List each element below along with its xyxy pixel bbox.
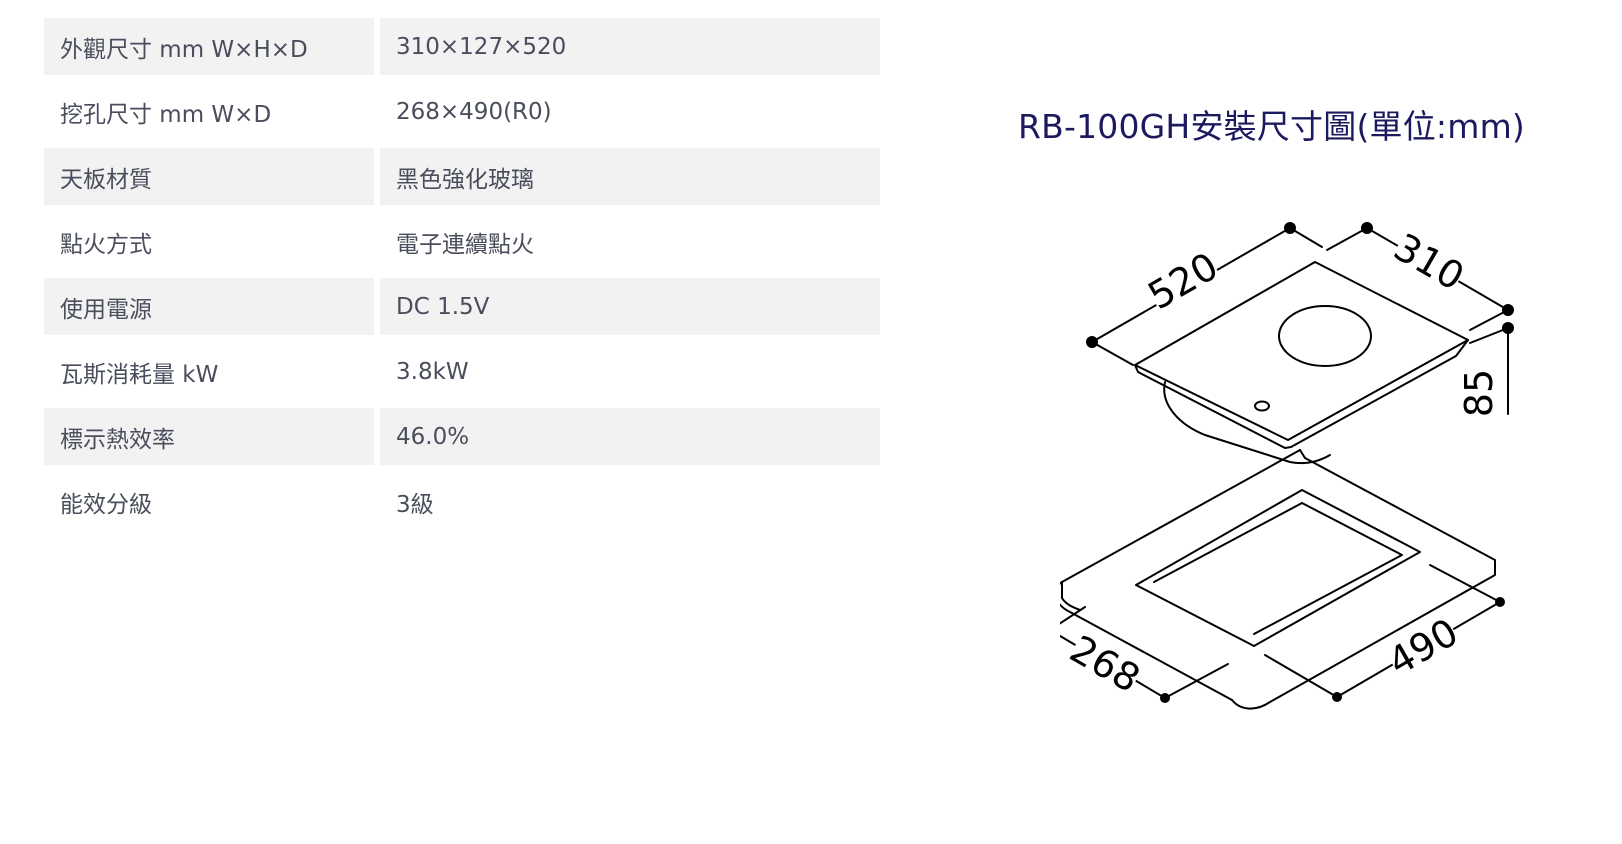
spec-value: 46.0%: [380, 408, 880, 465]
spec-label: 點火方式: [60, 231, 152, 258]
spec-label: 天板材質: [44, 148, 374, 205]
cooktop-unit: [1134, 261, 1469, 465]
spec-row: 外觀尺寸 mm W×H×D 310×127×520: [44, 18, 880, 75]
spec-value: 268×490(R0): [396, 98, 552, 125]
spec-row: 天板材質 黑色強化玻璃: [44, 148, 880, 205]
spec-row: 瓦斯消耗量 kW 3.8kW: [44, 343, 880, 400]
spec-label: 挖孔尺寸 mm W×D: [60, 101, 272, 128]
burner: [1278, 305, 1372, 367]
spec-table: 外觀尺寸 mm W×H×D 310×127×520 挖孔尺寸 mm W×D 26…: [44, 18, 880, 538]
spec-label: 標示熱效率: [44, 408, 374, 465]
dim-width: 310: [1387, 225, 1472, 299]
diagram-title: RB-100GH安裝尺寸圖(單位:mm): [1018, 107, 1526, 146]
spec-label: 外觀尺寸 mm W×H×D: [44, 18, 374, 75]
installation-diagram: 520 310 85 268 490: [1060, 222, 1514, 710]
ignition-knob: [1254, 400, 1270, 412]
spec-value: DC 1.5V: [380, 278, 880, 335]
spec-value: 黑色強化玻璃: [380, 148, 880, 205]
spec-row: 標示熱效率 46.0%: [44, 408, 880, 465]
spec-value: 電子連續點火: [396, 231, 534, 258]
spec-row: 能效分級 3級: [44, 473, 880, 530]
dim-cutout-width: 268: [1063, 627, 1148, 701]
spec-row: 挖孔尺寸 mm W×D 268×490(R0): [44, 83, 880, 140]
spec-row: 點火方式 電子連續點火: [44, 213, 880, 270]
spec-value: 3.8kW: [396, 358, 469, 385]
dim-cutout-depth: 490: [1381, 610, 1466, 684]
spec-label: 使用電源: [44, 278, 374, 335]
dimension-dots: [1086, 222, 1514, 703]
spec-label: 瓦斯消耗量 kW: [60, 361, 219, 388]
countertop-cutout: [1060, 449, 1496, 710]
spec-value: 3級: [396, 491, 434, 518]
dim-height: 85: [1457, 369, 1501, 417]
spec-label: 能效分級: [60, 491, 152, 518]
spec-row: 使用電源 DC 1.5V: [44, 278, 880, 335]
spec-value: 310×127×520: [380, 18, 880, 75]
